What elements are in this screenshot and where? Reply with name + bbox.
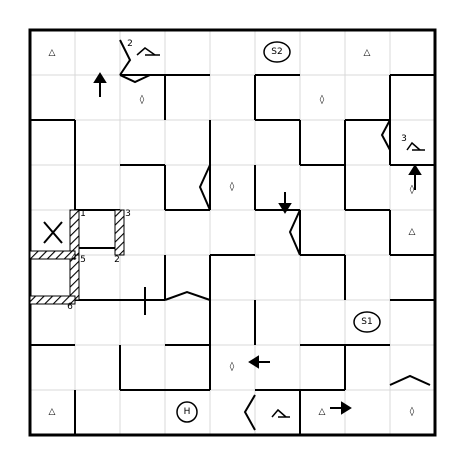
cross-icon [43,221,63,244]
bump-r3-c9 [380,119,391,151]
diamond-icon: ◊ [410,406,415,417]
number-1: 1 [80,209,86,219]
circle-markers [176,41,381,423]
number-2-lower: 2 [114,255,120,265]
arrows [93,72,422,415]
marker-h-circle [176,401,198,423]
triangle-icon: △ [319,407,326,417]
number-6: 6 [67,302,73,312]
bump-r9-c6 [243,394,256,431]
diamond-icon: ◊ [410,184,415,195]
board-border [28,28,437,437]
hatch-bar-2 [114,209,125,256]
number-3: 3 [125,209,131,219]
walls [30,74,435,435]
diamond-icon: ◊ [230,181,235,192]
bump-r4-c5 [198,164,211,211]
arrow-left-icon [248,355,270,369]
arrow-right-icon [330,401,352,415]
arrow-down-icon [278,192,292,214]
diamond-icon: ◊ [140,94,145,105]
flag-icon-1 [136,47,156,56]
marker-s1-label: S1 [361,317,372,327]
number-5: 5 [80,255,86,265]
arrow-up-icon-2 [408,164,422,190]
bump-r9-c9 [389,374,431,386]
triangle-icon: △ [409,227,416,237]
marker-s2-label: S2 [271,47,282,57]
flag-symbols [136,47,425,418]
bump-r7-c4 [164,290,211,301]
flag-icon-2 [406,141,421,151]
grid-lines [30,30,435,435]
hatched-walls [29,209,125,305]
marker-s1-circle [353,311,381,333]
number-3-right: 3 [401,134,407,144]
triangle-icon: △ [49,48,56,58]
bump-r1-c3-left [119,39,132,76]
flag-icon-3 [271,408,287,418]
hatch-bar-1 [69,209,80,256]
bump-r5-c7 [288,209,301,256]
triangle-icon: △ [364,48,371,58]
arrow-up-icon [93,72,107,97]
hatch-bar-4 [29,250,76,260]
wall-bumps [119,39,431,431]
number-4: 4 [71,253,77,263]
hatch-bar-5 [29,295,76,305]
marker-h-label: H [184,407,191,417]
arrow-vertical-cross-icon [139,287,151,315]
number-2-top: 2 [127,39,133,49]
diamond-icon: ◊ [320,94,325,105]
bump-r1-c3 [119,74,151,84]
triangle-icon: △ [49,407,56,417]
marker-s2-circle [263,41,291,63]
diamond-icon: ◊ [230,361,235,372]
